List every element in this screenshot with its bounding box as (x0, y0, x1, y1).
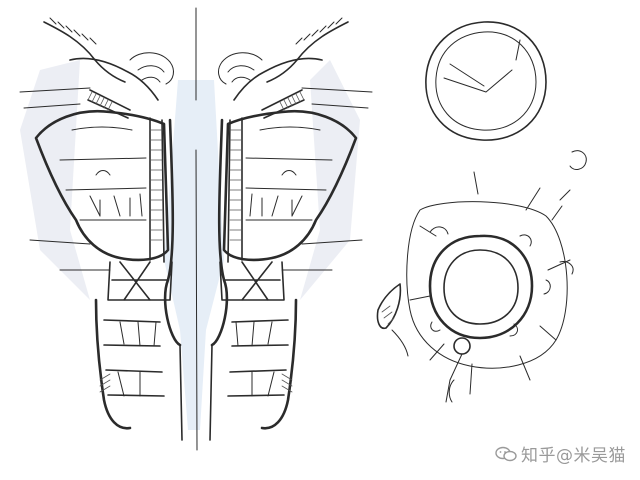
armor-left-half (19, 17, 183, 441)
watermark: 知乎@米吴猫 (495, 441, 626, 466)
left-shading (20, 60, 90, 300)
armor-right-half (209, 17, 373, 441)
right-shading (300, 60, 360, 300)
circle-study-top (425, 21, 587, 170)
watermark-text: 知乎@米吴猫 (521, 446, 626, 466)
center-axis (195, 7, 198, 451)
center-wash (164, 80, 224, 430)
wechat-icon (495, 446, 517, 461)
ring-study-bottom (376, 171, 574, 403)
